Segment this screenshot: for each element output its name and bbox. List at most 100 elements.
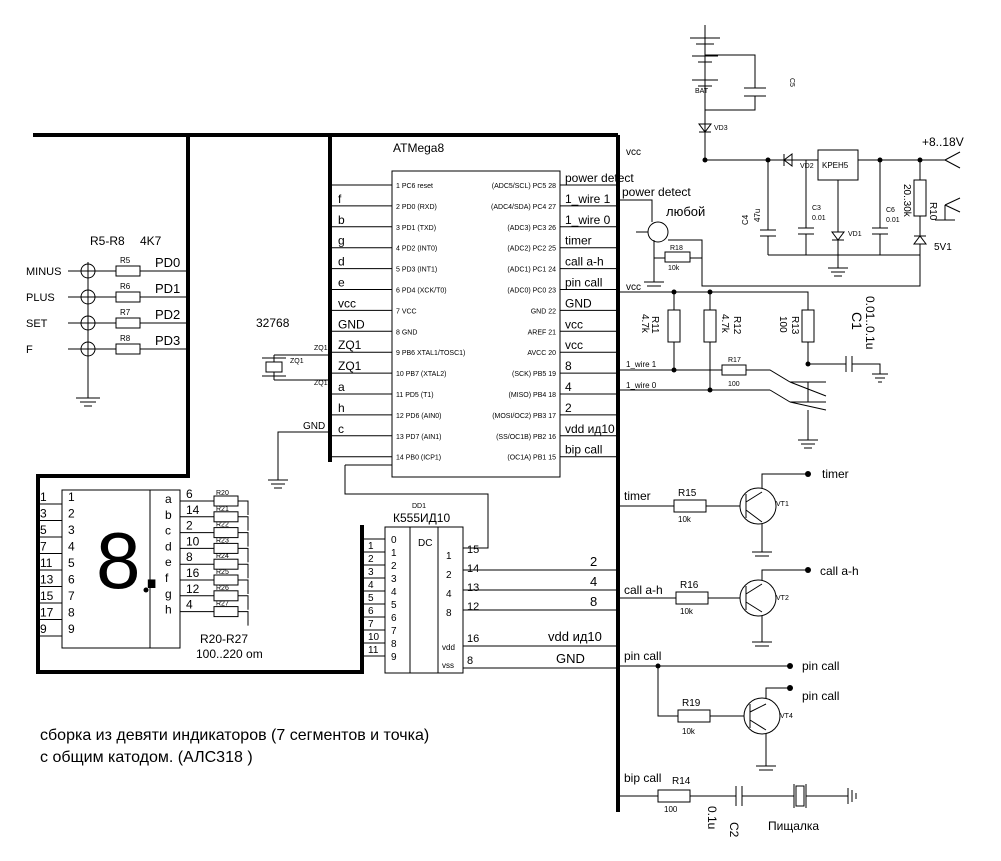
display-resistor-label: R25 bbox=[216, 569, 229, 576]
decoder-output-label: 3 bbox=[391, 574, 397, 585]
r15-value: 10k bbox=[678, 515, 692, 524]
display-resistor bbox=[213, 527, 239, 539]
display-resistor-label: R20 bbox=[216, 490, 229, 497]
mcu-pin-right: (ADC0) PC0 23 bbox=[507, 288, 556, 295]
display-left-number: 9 bbox=[40, 622, 47, 636]
decoder-pin-number: 10 bbox=[368, 632, 380, 643]
display-digit: 8. bbox=[96, 516, 163, 605]
display-inner-number: 1 bbox=[68, 490, 75, 504]
r12-label: R12 bbox=[731, 316, 742, 335]
r13-label: R13 bbox=[789, 316, 800, 335]
buttons-group-label: R5-R8 bbox=[90, 234, 125, 248]
button-resistor bbox=[115, 343, 141, 355]
mcu-net-left: g bbox=[338, 234, 345, 248]
display-pin-number: 16 bbox=[186, 566, 200, 580]
mcu-net-left: a bbox=[338, 380, 345, 394]
display-seg-wire bbox=[180, 595, 249, 610]
left-bus bbox=[36, 135, 364, 674]
decoder-output-label: 6 bbox=[391, 613, 397, 624]
timer-out-label: timer bbox=[822, 467, 849, 481]
mcu-pin-right: AREF 21 bbox=[528, 329, 557, 336]
mcu-pin-right: (ADC5/SCL) PC5 28 bbox=[492, 183, 556, 190]
crystal-ref-bottom: ZQ1 bbox=[314, 380, 328, 387]
decoder-pins: 012345678912345671011115214413812vddvss1… bbox=[360, 535, 602, 670]
crystal-leads bbox=[262, 354, 330, 381]
decoder-name: К555ИД10 bbox=[393, 511, 450, 525]
display-inner-number: 9 bbox=[68, 622, 75, 636]
mcu-pin-right: (ADC1) PC1 24 bbox=[507, 267, 556, 274]
r10-label: R10 bbox=[927, 202, 938, 221]
decoder-output-label: 7 bbox=[391, 626, 397, 637]
display-inner-number: 2 bbox=[68, 507, 75, 521]
c4-value: 47u bbox=[753, 209, 762, 222]
vt1-transistor bbox=[739, 487, 777, 525]
decoder-input-pin: 14 bbox=[467, 563, 479, 575]
r18-value: 10k bbox=[668, 265, 680, 272]
display-resistor-label: R22 bbox=[216, 522, 229, 529]
display-segment-label: g bbox=[165, 587, 172, 601]
buzzer-label: Пищалка bbox=[768, 819, 819, 833]
display-resistor bbox=[213, 606, 239, 618]
display-resistor-label: R27 bbox=[216, 601, 229, 608]
c5-label: C5 bbox=[788, 78, 795, 87]
display-resistor-label: R26 bbox=[216, 585, 229, 592]
decoder-pin-number: 2 bbox=[368, 554, 374, 565]
mcu-net-right: GND bbox=[565, 296, 592, 310]
mcu-pin-right: (MISO) PB4 18 bbox=[509, 392, 557, 399]
c3-label: C3 bbox=[812, 205, 821, 212]
vd3-label: VD3 bbox=[714, 125, 728, 132]
display-left-number: 15 bbox=[40, 589, 54, 603]
mcu-pin-right: (SS/OC1B) PB2 16 bbox=[496, 434, 556, 441]
mcu-net-left: vcc bbox=[338, 296, 356, 310]
crystal-ref-top: ZQ1 bbox=[314, 345, 328, 352]
display-inner-number: 5 bbox=[68, 556, 75, 570]
display-left-number: 13 bbox=[40, 573, 54, 587]
mcu-net-left: c bbox=[338, 422, 344, 436]
decoder-pin-number: 6 bbox=[368, 606, 374, 617]
r17-body bbox=[721, 364, 747, 376]
decoder-drive-line bbox=[344, 464, 489, 549]
pin-out2-label: pin call bbox=[802, 689, 839, 703]
display-inner-number: 4 bbox=[68, 540, 75, 554]
decoder-vdd-net: vdd ид10 bbox=[548, 629, 602, 644]
mcu-net-right: vcc bbox=[565, 317, 583, 331]
vt2-label: VT2 bbox=[776, 595, 789, 602]
decoder-input-label: 8 bbox=[446, 608, 452, 619]
r18-label: R18 bbox=[670, 245, 683, 252]
mcu-pin-right: (ADC2) PC2 25 bbox=[507, 246, 556, 253]
mcu-pin-left: 10 PB7 (XTAL2) bbox=[396, 371, 446, 378]
display-segment-label: c bbox=[165, 524, 171, 538]
decoder-output-dot bbox=[360, 550, 364, 554]
r16-body bbox=[675, 591, 709, 605]
vt4-transistor bbox=[743, 697, 781, 735]
decoder-vss-pin: 8 bbox=[467, 655, 473, 667]
regulator-label: KPEH5 bbox=[822, 161, 849, 170]
mcu-net-left: GND bbox=[338, 317, 365, 331]
display-body bbox=[61, 489, 181, 649]
decoder-input-label: 2 bbox=[446, 570, 452, 581]
decoder-output-label: 4 bbox=[391, 587, 397, 598]
r19-body bbox=[677, 709, 711, 723]
buttons-value: 4K7 bbox=[140, 234, 162, 248]
mcu-net-right: vdd ид10 bbox=[565, 422, 615, 436]
r11-value: 4.7k bbox=[639, 314, 650, 334]
button-label: SET bbox=[26, 318, 48, 330]
mcu-pin-left: 12 PD6 (AIN0) bbox=[396, 413, 442, 420]
r11-body bbox=[667, 309, 681, 343]
decoder-dc-label: DC bbox=[418, 538, 432, 549]
mcu-net-right: bip call bbox=[565, 443, 602, 457]
mcu-net-left: ZQ1 bbox=[338, 338, 362, 352]
decoder-vdd-label: vdd bbox=[442, 643, 455, 652]
decoder-in-net: 4 bbox=[590, 574, 597, 589]
mcu-pin-right: (SCK) PB5 19 bbox=[512, 371, 556, 378]
net-1wire-0: 1_wire 0 bbox=[626, 381, 657, 390]
decoder-output-label: 8 bbox=[391, 639, 397, 650]
timer-net-label: timer bbox=[624, 489, 651, 503]
mcu-net-left: h bbox=[338, 401, 345, 415]
vcc-label-1wire: vcc bbox=[626, 282, 641, 293]
decoder-output-dot bbox=[360, 537, 364, 541]
decoder-pin-number: 11 bbox=[368, 645, 379, 656]
display-seg-wire bbox=[180, 516, 249, 531]
